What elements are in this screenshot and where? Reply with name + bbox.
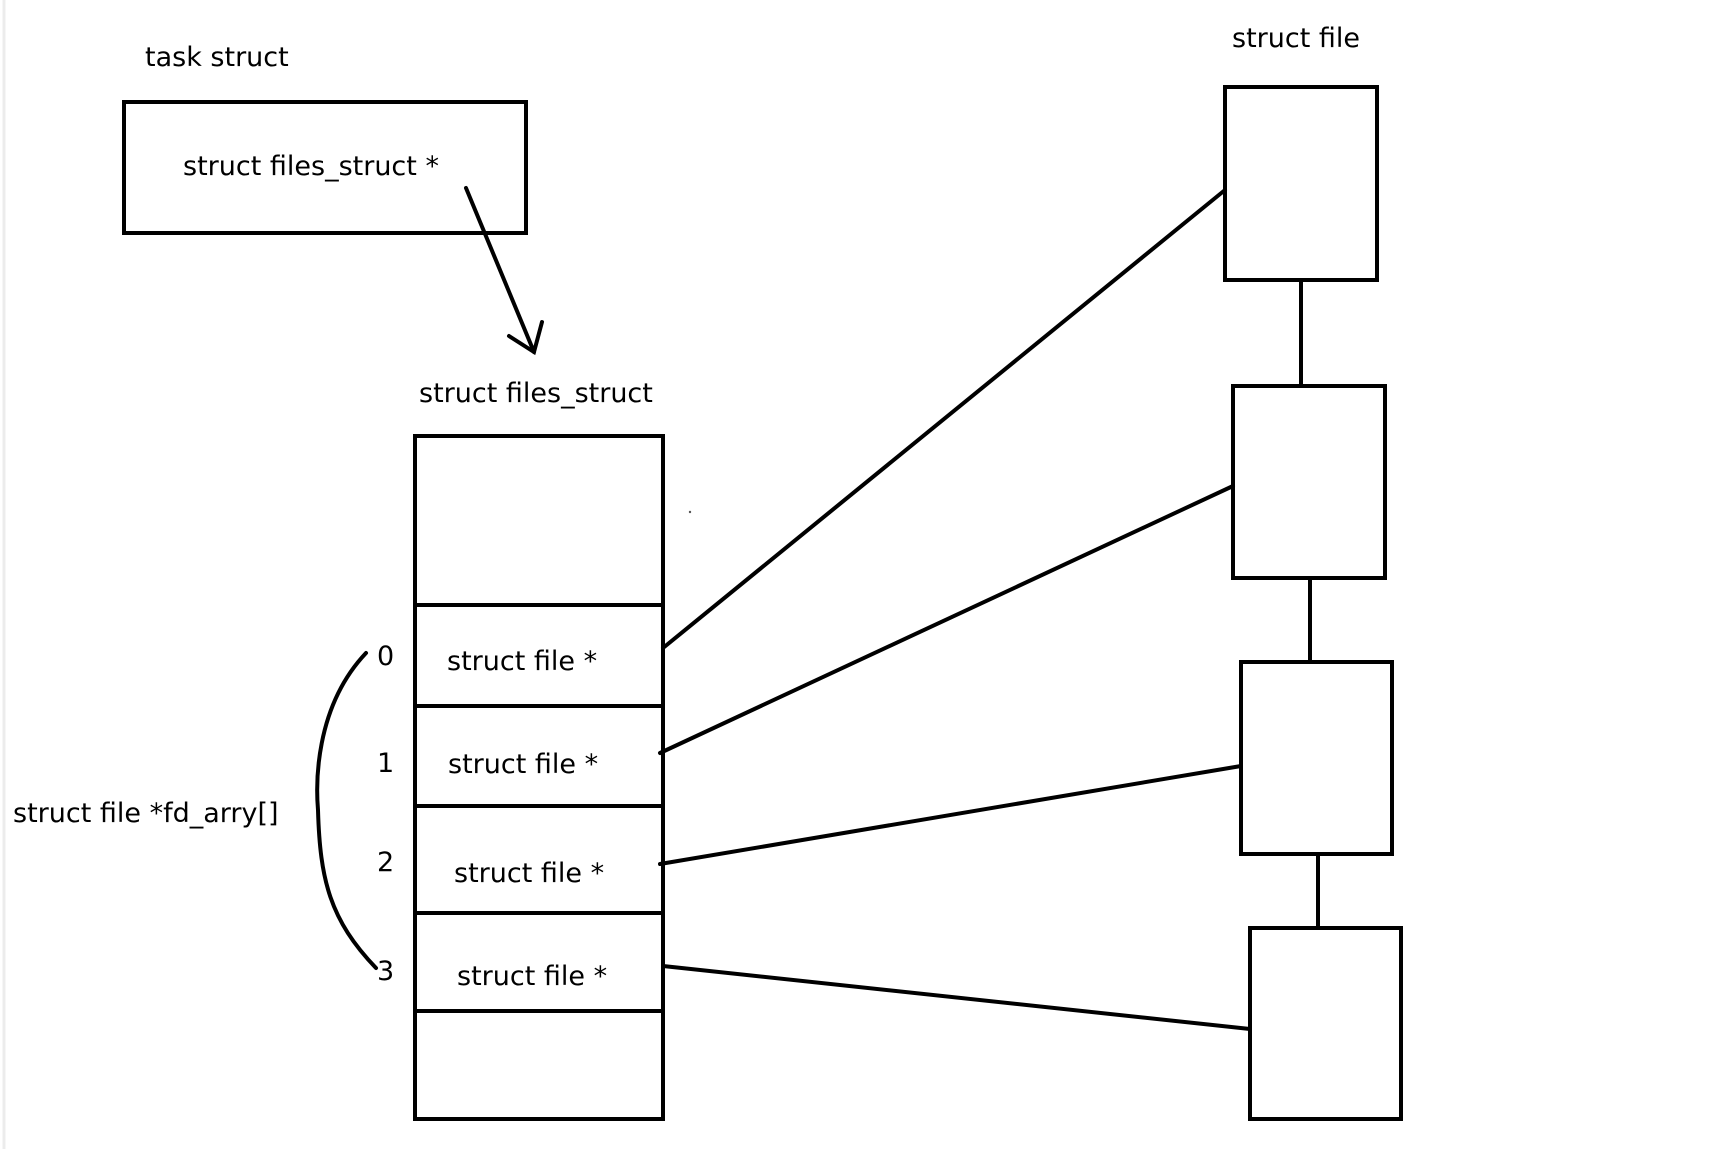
fd1-pointer-line	[658, 484, 1235, 755]
fd-index: 3	[377, 956, 394, 987]
fd-row-1: 1 struct file *	[377, 748, 598, 780]
struct-file-title: struct file	[1232, 23, 1360, 54]
fd-index: 1	[377, 748, 394, 779]
fd2-pointer-line	[658, 764, 1243, 866]
fd0-pointer-line	[661, 188, 1227, 650]
struct-file-box-3	[1239, 660, 1394, 856]
files-struct-pointer-label: struct files_struct *	[183, 151, 439, 182]
fd-row-0: 0 struct file *	[377, 641, 597, 677]
files-struct-title: struct files_struct	[419, 378, 653, 409]
pointer-arrow-head	[507, 320, 544, 356]
fd-row-3: 3 struct file *	[377, 956, 607, 992]
fd-index: 0	[377, 641, 394, 672]
files-struct-table	[413, 434, 665, 1121]
fd-entry-label: struct file *	[457, 961, 607, 992]
struct-file-box-4	[1248, 926, 1403, 1121]
fd-entry-label: struct file *	[447, 646, 597, 677]
fd-entry-label: struct file *	[454, 858, 604, 889]
fd-array-brace	[315, 651, 378, 970]
fd-array-label: struct file *fd_arry[]	[13, 798, 279, 829]
fd-entry-label: struct file *	[448, 749, 598, 780]
files-struct-box	[413, 434, 665, 1121]
fd-index: 2	[377, 847, 394, 878]
task-struct-box	[122, 100, 528, 235]
task-struct-title: task struct	[145, 42, 289, 73]
fd-row-2: 2 struct file *	[377, 847, 604, 889]
struct-file-box-1	[1223, 85, 1379, 282]
struct-file-box-2	[1231, 384, 1387, 580]
stray-dot	[688, 510, 692, 514]
fd3-pointer-line	[661, 964, 1252, 1031]
pointer-arrow	[464, 186, 544, 356]
pointer-arrow-shaft	[464, 186, 536, 354]
